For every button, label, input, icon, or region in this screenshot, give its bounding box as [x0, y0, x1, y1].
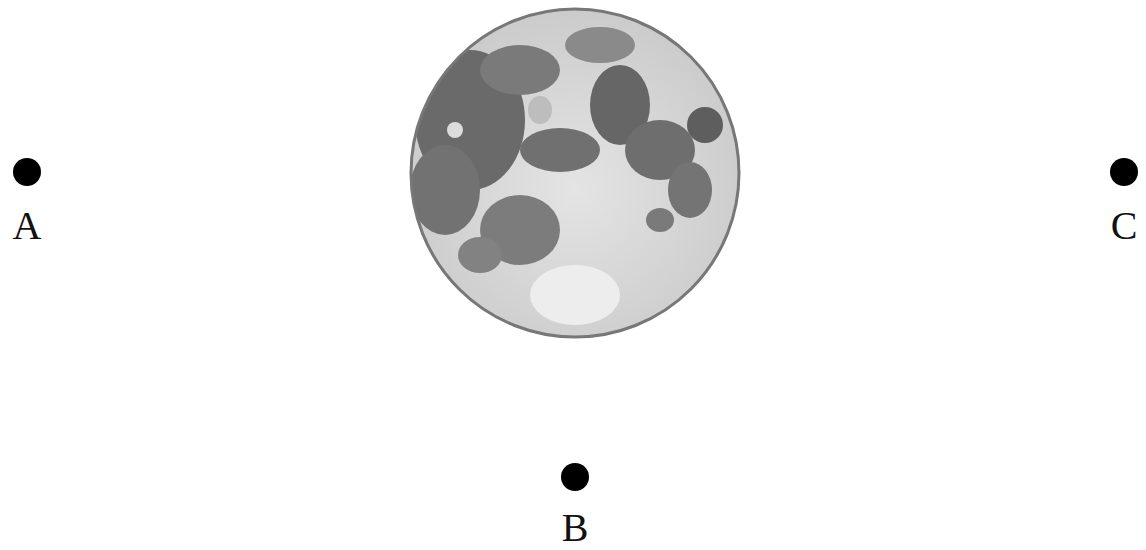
moon-maria: [410, 27, 723, 325]
point-dot: [561, 463, 589, 491]
moon-disc: [411, 9, 739, 337]
point-label: C: [1111, 206, 1138, 246]
point-dot: [1110, 158, 1138, 186]
point-label: A: [13, 206, 42, 246]
point-label: B: [562, 508, 589, 548]
moon-outline: [411, 9, 739, 337]
point-dot: [13, 158, 41, 186]
